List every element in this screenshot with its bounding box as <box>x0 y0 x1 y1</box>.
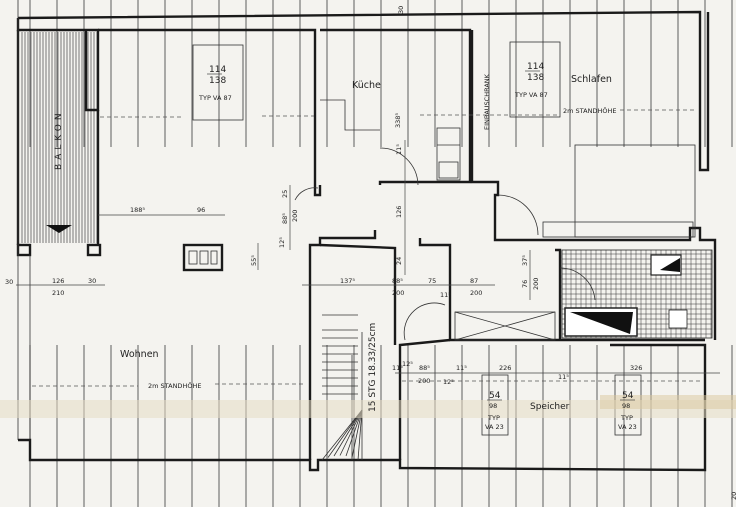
dimension: 96 <box>197 206 205 214</box>
window-type: TYP <box>487 414 500 422</box>
dimension: 55⁵ <box>250 255 258 266</box>
speicher-label: Speicher <box>530 402 570 412</box>
standhoehe-label: 2m STANDHÖHE <box>148 381 201 390</box>
einbauschrank-label: EINBAUSCHRANK <box>483 73 491 130</box>
dimension: 11⁵ <box>395 144 403 155</box>
dimension: 11⁵ <box>440 291 451 299</box>
window-width: 54 <box>622 391 634 401</box>
staircase[interactable] <box>321 314 363 461</box>
window-width: 54 <box>489 391 501 401</box>
dimension: 326 <box>630 364 642 372</box>
dimension: 126 <box>395 206 403 218</box>
stairs-label: 15 STG 18.33/25cm <box>368 323 378 412</box>
dimension: 200 <box>418 377 430 385</box>
window-height: 98 <box>622 402 630 410</box>
window-height: 138 <box>209 76 226 86</box>
arrow-icon <box>46 225 72 233</box>
dimension-labels: 30 338⁵ 188⁵ 96 25 88⁵ 200 12⁵ 55⁵ 30 12… <box>5 6 736 500</box>
dimension: 12⁵ <box>443 378 454 386</box>
window-type: VA 23 <box>485 423 504 431</box>
dimension: 137⁵ <box>340 277 355 285</box>
window-type: TYP VA 87 <box>514 91 548 99</box>
rafters <box>29 0 733 507</box>
labels: BALKON Küche Schlafen Wohnen Speicher EI… <box>5 6 736 500</box>
window-type: VA 23 <box>618 423 637 431</box>
dimension: 87 <box>470 277 478 285</box>
dimension: 76 <box>521 280 529 288</box>
dimension: 338⁵ <box>394 113 402 128</box>
dimension: 210 <box>52 289 64 297</box>
dimension: 20 <box>730 492 736 500</box>
dimension: 88⁵ <box>281 213 289 224</box>
dimension: 75 <box>428 277 436 285</box>
dimension: 88⁵ <box>419 364 430 372</box>
stair-winder <box>357 409 363 461</box>
balcony-hatch <box>21 32 98 243</box>
walls <box>0 0 736 472</box>
dimension: 30 <box>5 278 13 286</box>
dimension: 30 <box>397 6 405 14</box>
dimension: 226 <box>499 364 511 372</box>
dimension: 37⁵ <box>521 255 529 266</box>
dimension: 88⁵ <box>392 277 403 285</box>
dimension: 200 <box>392 289 404 297</box>
window-type: TYP <box>620 414 633 422</box>
wohnen-label: Wohnen <box>120 349 159 360</box>
window-width: 114 <box>209 65 226 75</box>
dimension: 200 <box>532 278 540 290</box>
dimension: 11⁵ <box>456 364 467 372</box>
schlafen-label: Schlafen <box>571 74 612 85</box>
dimension: 12⁵ <box>402 360 413 368</box>
kueche-label: Küche <box>352 80 381 91</box>
dimension: 188⁵ <box>130 206 145 214</box>
window-height: 138 <box>527 73 544 83</box>
dimension: 126 <box>52 277 64 285</box>
dimension: 12⁵ <box>278 237 286 248</box>
window-type: TYP VA 87 <box>198 94 232 102</box>
dimension: 30 <box>88 277 96 285</box>
balkon-label: BALKON <box>54 109 64 170</box>
stair-winder <box>321 409 363 461</box>
dimension: 11⁵ <box>558 373 569 381</box>
window-width: 114 <box>527 62 544 72</box>
window-height: 98 <box>489 402 497 410</box>
dimension: 24 <box>395 257 403 265</box>
dimension: 200 <box>291 210 299 222</box>
dimension: 200 <box>470 289 482 297</box>
dimension: 25 <box>281 190 289 198</box>
dimension: 11⁵ <box>392 364 403 372</box>
standhoehe-label: 2m STANDHÖHE <box>563 106 616 115</box>
